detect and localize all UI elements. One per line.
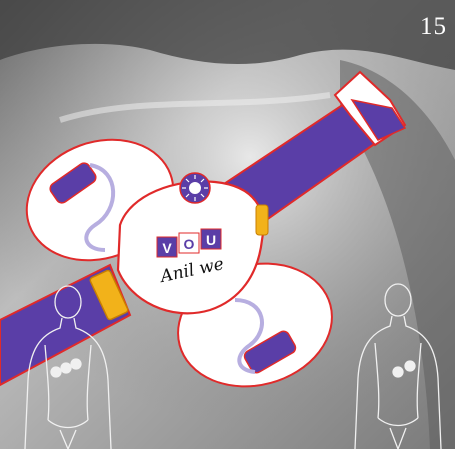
dial-center xyxy=(189,182,201,194)
brand-letter-o: O xyxy=(184,236,195,252)
brand-letter-u: U xyxy=(206,232,216,248)
page-number: 15 xyxy=(420,14,447,39)
hub-buckle xyxy=(256,205,268,235)
brand-letter-v: V xyxy=(162,240,172,256)
